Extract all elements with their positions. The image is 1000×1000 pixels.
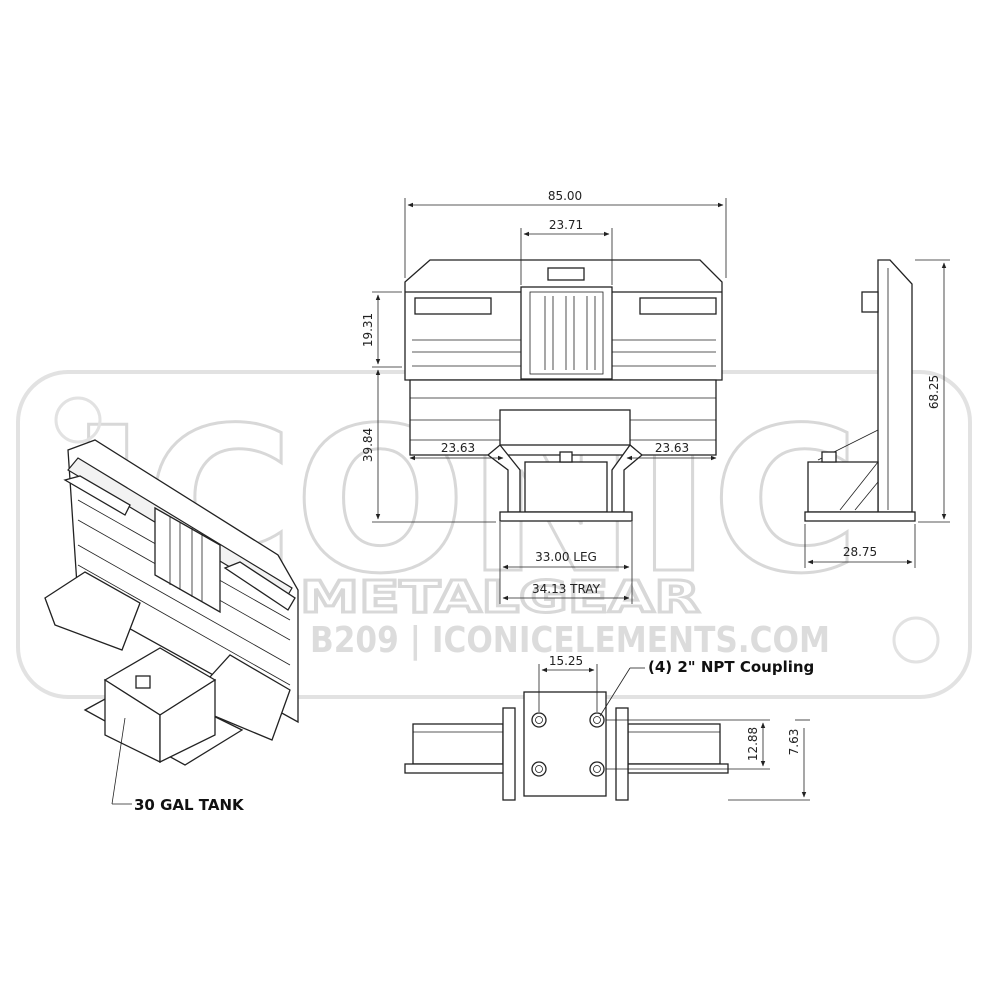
- dim-left-span: 23.63: [441, 441, 475, 455]
- dim-coupling-spacing: 15.25: [549, 654, 583, 668]
- dim-side-height: 68.25: [927, 375, 941, 409]
- watermark-contact: B209 | ICONICELEMENTS.COM: [310, 620, 830, 661]
- side-view: 68.25 28.75: [804, 259, 950, 568]
- iso-view: 30 GAL TANK: [44, 439, 299, 814]
- dim-side-depth: 28.75: [843, 545, 877, 559]
- dim-upper-height: 19.31: [361, 313, 375, 347]
- dim-right-span: 23.63: [655, 441, 689, 455]
- coupling-icon: [531, 712, 547, 728]
- dim-leg-width: 33.00 LEG: [535, 550, 597, 564]
- coupling-icon: [589, 712, 605, 728]
- dim-lower-height: 39.84: [361, 428, 375, 462]
- top-view: 15.25 (4) 2" NPT Coupling 12.88 7.63: [404, 654, 814, 801]
- dim-overall-width: 85.00: [548, 189, 582, 203]
- dim-tray-width: 34.13 TRAY: [532, 582, 601, 596]
- dim-height-upper: 12.88: [746, 727, 760, 761]
- coupling-icon: [589, 761, 605, 777]
- coupling-callout: (4) 2" NPT Coupling: [648, 658, 814, 676]
- dim-height-lower: 7.63: [787, 729, 801, 756]
- dim-center-width: 23.71: [549, 218, 583, 232]
- tank-callout: 30 GAL TANK: [134, 796, 245, 814]
- front-view: 85.00 23.71 19.31 39.84 23.63 23.63 33.0…: [361, 189, 727, 604]
- coupling-icon: [531, 761, 547, 777]
